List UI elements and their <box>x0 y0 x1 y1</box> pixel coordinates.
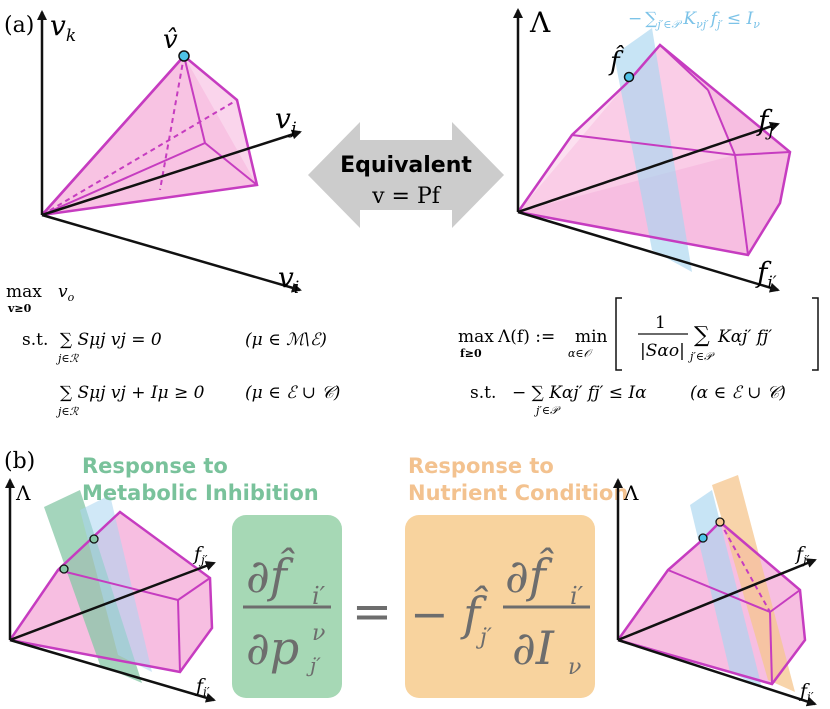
svg-text:(μ ∈ ℳ\ℰ): (μ ∈ ℳ\ℰ) <box>245 330 327 350</box>
growth-rate-problem: max f≥0 Λ(f) := min α∈𝒪 1 |Sαo| ∑ j′∈𝒫 K… <box>458 297 819 417</box>
svg-text:1: 1 <box>655 313 666 333</box>
optimal-flux-point <box>178 50 190 62</box>
panel-b-label: (b) <box>4 449 35 474</box>
apex-label-vhat: v̂ <box>163 25 178 55</box>
svg-text:∑ Sμj vj + Iμ ≥ 0: ∑ Sμj vj + Iμ ≥ 0 <box>60 383 205 403</box>
svg-text:i′: i′ <box>312 582 326 610</box>
nutrient-axes <box>613 478 817 707</box>
caption-inhibition-1: Response to <box>82 454 228 478</box>
flux-balance-problem: max v≥0 vo s.t. ∑ Sμj vj = 0 j∈ℛ (μ ∈ ℳ\… <box>6 282 340 418</box>
svg-text:j∈ℛ: j∈ℛ <box>55 405 80 418</box>
constraint-plane-blue <box>614 28 692 272</box>
inhibition-derivative: ∂f̂ i′ ∂p ν j′ <box>243 547 331 677</box>
svg-text:∑ Sμj vj = 0: ∑ Sμj vj = 0 <box>60 330 162 350</box>
axis-label-lambda: Λ <box>529 6 551 39</box>
b-right-axis-fi: fi′ <box>798 680 814 704</box>
equivalent-label: Equivalent <box>340 153 472 178</box>
svg-text:j′∈𝒫: j′∈𝒫 <box>533 404 561 417</box>
flux-polytope-left <box>41 54 259 217</box>
svg-text:min: min <box>575 327 608 347</box>
svg-text:Kαj′ fj′: Kαj′ fj′ <box>717 327 772 347</box>
axis-label-fi: fi′ <box>755 256 777 293</box>
nutrient-formula-box <box>405 515 595 698</box>
equals-sign: = <box>352 584 392 640</box>
axis-label-vk: vk <box>50 9 76 46</box>
svg-text:max: max <box>6 282 42 302</box>
b-left-axis-fj: fj′ <box>192 543 208 567</box>
svg-text:j′∈𝒫: j′∈𝒫 <box>687 350 715 363</box>
b-right-axis-fj: fj′ <box>794 543 810 567</box>
svg-text:v≥0: v≥0 <box>7 302 32 315</box>
inhibition-point-1 <box>59 564 69 574</box>
transform-label: v = Pf <box>371 184 442 209</box>
svg-text:∑: ∑ <box>694 323 710 348</box>
inhibition-point-2 <box>89 534 99 544</box>
b-left-axis-lambda: Λ <box>15 481 31 505</box>
svg-text:∂p: ∂p <box>246 621 299 675</box>
b-left-axis-fi: fi′ <box>194 675 210 699</box>
caption-inhibition-2: Metabolic Inhibition <box>82 481 319 505</box>
caption-nutrient-1: Response to <box>408 454 554 478</box>
svg-text:max: max <box>458 327 494 347</box>
svg-text:(μ ∈ ℰ ∪ 𝒞): (μ ∈ ℰ ∪ 𝒞) <box>245 383 340 403</box>
svg-text:s.t.: s.t. <box>470 383 496 403</box>
nutrient-plane-orange <box>712 475 795 692</box>
right-axes <box>513 8 780 293</box>
svg-text:ν: ν <box>568 655 581 680</box>
svg-text:j∈ℛ: j∈ℛ <box>55 352 80 365</box>
svg-text:j′: j′ <box>475 625 492 650</box>
svg-text:s.t.: s.t. <box>22 330 48 350</box>
svg-text:vo: vo <box>58 282 75 304</box>
svg-text:j′: j′ <box>306 653 321 677</box>
optimal-growth-point <box>623 71 635 83</box>
nutrient-point-1 <box>698 533 708 543</box>
left-axes <box>37 10 302 293</box>
svg-text:Λ(f) :=: Λ(f) := <box>497 327 555 347</box>
axis-label-vj: vj <box>275 102 297 139</box>
svg-text:− f̂: − f̂ <box>410 585 489 641</box>
svg-text:f≥0: f≥0 <box>460 347 482 360</box>
equivalence-arrow <box>308 122 504 228</box>
svg-text:i′: i′ <box>570 582 584 610</box>
nutrient-polytope-edges <box>616 520 807 686</box>
svg-text:α∈𝒪: α∈𝒪 <box>568 347 594 360</box>
svg-text:− ∑ Kαj′ fj′ ≤ Iα: − ∑ Kαj′ fj′ ≤ Iα <box>512 383 647 403</box>
panel-a-label: (a) <box>4 13 34 38</box>
nutrient-point-2 <box>715 517 725 527</box>
nutrient-plane-blue <box>690 490 762 688</box>
svg-text:∂I: ∂I <box>512 621 555 675</box>
axis-label-vi: vi <box>278 261 299 298</box>
caption-nutrient-2: Nutrient Condition <box>408 481 628 505</box>
inhibition-axes <box>4 478 216 703</box>
axis-label-fj: fj′ <box>756 104 778 141</box>
inhibition-polytope-edges <box>8 510 214 674</box>
b-right-axis-lambda: Λ <box>623 481 639 505</box>
svg-text:|Sαo|: |Sαo| <box>640 341 685 361</box>
svg-text:(α ∈ ℰ ∪ 𝒞): (α ∈ ℰ ∪ 𝒞) <box>690 383 786 403</box>
svg-text:ν: ν <box>312 621 325 646</box>
flux-polytope-right-edges <box>516 43 792 257</box>
